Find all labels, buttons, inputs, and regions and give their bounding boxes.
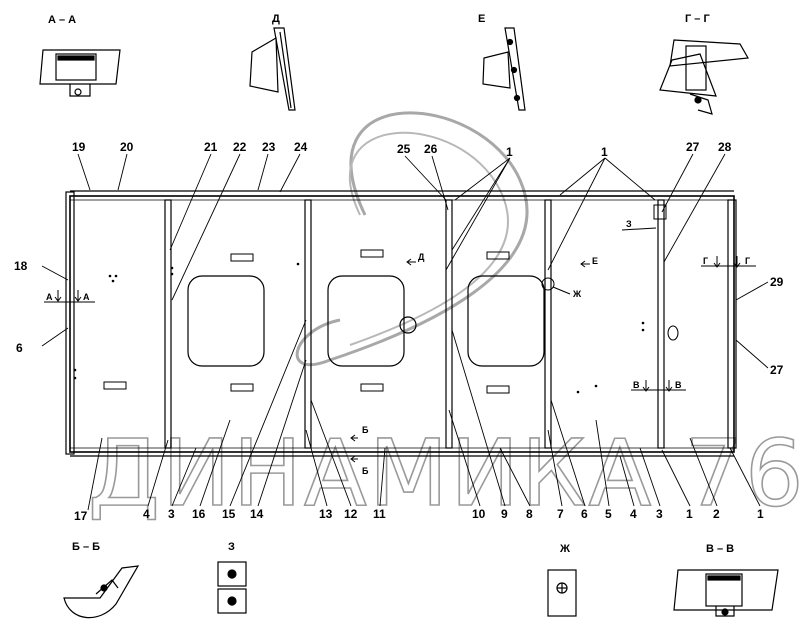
slot	[230, 253, 254, 262]
view-bb-title: Б – Б	[72, 541, 100, 553]
stiffener-3	[445, 199, 453, 449]
part-label: 18	[14, 259, 28, 273]
mark-a-right: А	[83, 292, 90, 302]
view-gg: Г – Г	[659, 13, 749, 115]
part-label: 19	[72, 140, 86, 154]
part-label: 1	[601, 145, 608, 159]
view-gg-title: Г – Г	[685, 13, 710, 25]
part-label: 24	[294, 140, 308, 154]
mark-zh: Ж	[572, 289, 582, 299]
part-label: 20	[120, 140, 134, 154]
part-label: 12	[344, 507, 358, 521]
part-label: 25	[397, 142, 411, 156]
stiffener-4	[544, 199, 552, 449]
view-zh-title: Ж	[559, 543, 570, 555]
view-e-title: Е	[478, 13, 485, 25]
view-d-title: Д	[272, 13, 280, 25]
part-label: 29	[770, 275, 784, 289]
part-label: 7	[557, 507, 564, 521]
part-label: 3	[656, 507, 663, 521]
leader-lines	[41, 153, 769, 511]
part-labels: 19 20 21 22 23 24 25 26 1 1 27 28 18 6 2…	[14, 140, 784, 523]
stiffener-5	[657, 199, 665, 449]
window-2	[327, 275, 405, 367]
mark-v-left: В	[633, 380, 640, 390]
mark-v-right: В	[675, 380, 682, 390]
part-label: 9	[501, 507, 508, 521]
mark-a-left: А	[46, 292, 53, 302]
view-aa-title: А – А	[48, 14, 76, 26]
mark-e: Е	[592, 256, 598, 266]
slot	[230, 383, 254, 392]
slot	[486, 385, 510, 394]
view-vv: В – В	[673, 543, 779, 617]
part-label: 27	[686, 140, 700, 154]
mark-b-top: Б	[362, 425, 369, 435]
mark-z: З	[626, 219, 632, 229]
round-hole	[399, 316, 417, 334]
view-aa: А – А	[39, 14, 121, 97]
part-label: 5	[605, 507, 612, 521]
part-label: 2	[713, 507, 720, 521]
part-label: 4	[630, 507, 637, 521]
window-1	[187, 275, 265, 367]
watermark-swirl	[295, 111, 529, 367]
view-z-title: З	[228, 541, 235, 553]
part-label: 17	[74, 509, 88, 523]
view-vv-title: В – В	[706, 543, 734, 555]
part-label: 16	[192, 507, 206, 521]
part-label: 13	[319, 507, 333, 521]
watermark-swirl-inner	[349, 131, 509, 346]
part-label: 1	[506, 145, 513, 159]
stiffeners	[164, 199, 665, 449]
part-label: 28	[718, 140, 732, 154]
view-markers: А А Д Е Ж З Г Г В В Б Б	[44, 204, 756, 476]
part-label: 6	[581, 507, 588, 521]
left-end-post	[65, 191, 75, 455]
part-label: 15	[222, 507, 236, 521]
part-label: 22	[233, 140, 247, 154]
part-label: 3	[168, 507, 175, 521]
right-end-post	[727, 199, 737, 449]
view-e: Е	[478, 13, 526, 111]
part-label: 23	[262, 140, 276, 154]
part-label: 1	[757, 507, 764, 521]
mark-g-left: Г	[703, 256, 708, 266]
part-label: 6	[16, 341, 23, 355]
slot	[360, 249, 384, 258]
watermark-text: ДИНАМИКА 76	[88, 420, 800, 527]
part-label: 4	[143, 507, 150, 521]
mark-g-right: Г	[745, 256, 750, 266]
part-label: 14	[250, 507, 264, 521]
part-label: 27	[770, 363, 784, 377]
part-label: 1	[686, 507, 693, 521]
mark-b-bottom: Б	[362, 466, 369, 476]
view-z: З	[217, 541, 247, 614]
small-opening	[667, 325, 679, 341]
part-label: 26	[424, 142, 438, 156]
stiffener-2	[304, 199, 312, 449]
stiffener-1	[164, 199, 172, 449]
panel-dots	[73, 262, 645, 394]
slot	[360, 383, 384, 392]
watermark: ДИНАМИКА 76	[87, 111, 800, 528]
slot	[103, 381, 127, 390]
view-zh: Ж	[547, 543, 577, 617]
part-label: 8	[526, 507, 533, 521]
window-openings	[187, 275, 545, 367]
part-label: 10	[472, 507, 486, 521]
part-label: 11	[373, 507, 386, 521]
main-panel	[65, 190, 737, 457]
view-bb: Б – Б	[63, 541, 140, 619]
view-d: Д	[249, 13, 296, 111]
slot	[486, 251, 510, 260]
mark-d: Д	[418, 252, 425, 262]
window-3	[467, 275, 545, 367]
slots	[103, 249, 510, 394]
panel-outline	[69, 195, 735, 453]
part-label: 21	[204, 140, 218, 154]
